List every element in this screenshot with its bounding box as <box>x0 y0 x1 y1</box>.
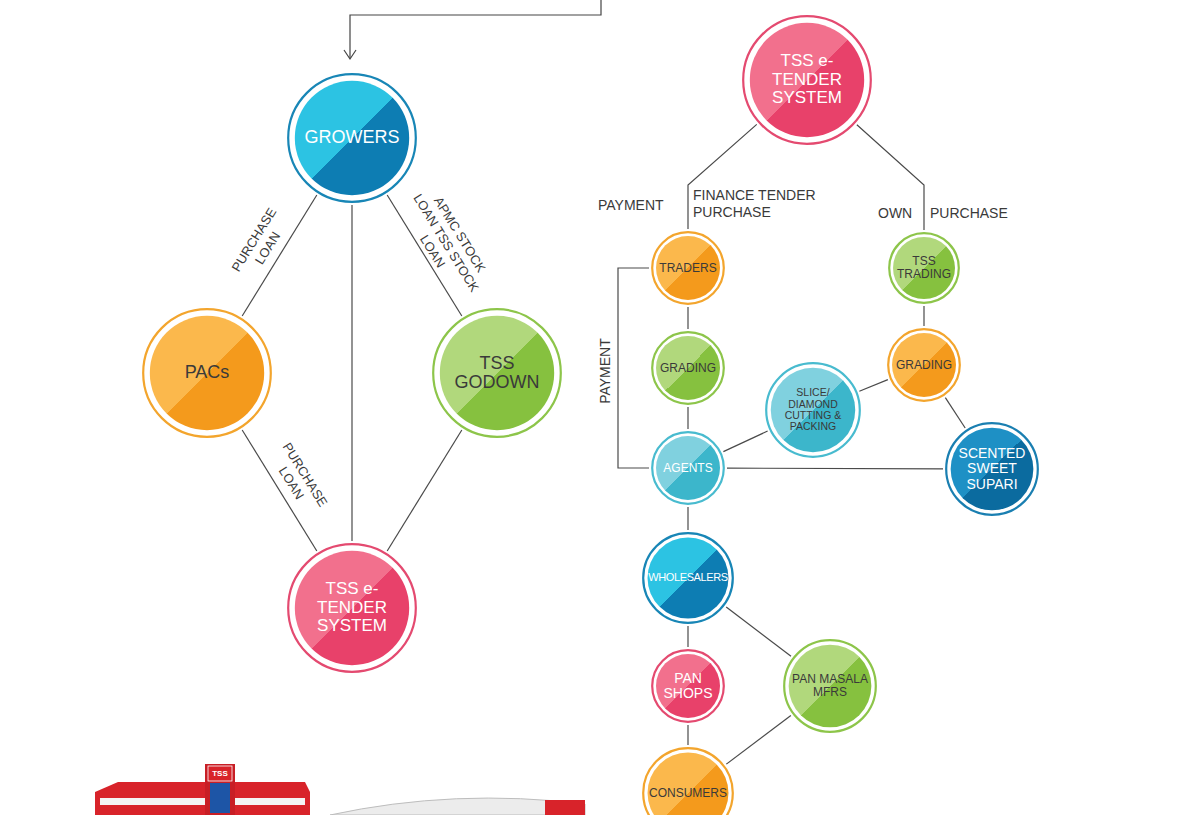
connector-line <box>726 715 791 764</box>
circle-node: TSS e-TENDER SYSTEM <box>287 543 417 673</box>
node-label: SLICE/ DIAMOND CUTTING & PACKING <box>783 387 843 432</box>
building-window <box>100 798 305 805</box>
outer-ring <box>888 329 960 401</box>
edge-label: PURCHASE LOAN <box>226 202 295 287</box>
node-label: CONSUMERS <box>646 787 730 800</box>
circle-node: SCENTED SWEET SUPARI <box>945 422 1039 516</box>
outer-ring <box>433 309 561 437</box>
node-label: GRADING <box>892 359 956 372</box>
circle-node: SLICE/ DIAMOND CUTTING & PACKING <box>765 362 861 458</box>
circle-node: TRADERS <box>651 231 725 305</box>
sign-text: TSS <box>208 769 232 779</box>
inner-disc <box>656 236 720 300</box>
inner-disc <box>893 237 955 299</box>
building-block <box>95 782 310 815</box>
circle-node: GRADING <box>887 328 961 402</box>
circle-node: CONSUMERS <box>642 747 734 815</box>
outer-ring <box>946 423 1038 515</box>
node-label: PACs <box>157 363 257 382</box>
building-sign-panel <box>210 783 230 813</box>
building-roof <box>330 798 585 815</box>
connector-line <box>723 431 767 452</box>
outer-ring <box>288 74 416 202</box>
connector-line <box>857 125 924 230</box>
node-label: SCENTED SWEET SUPARI <box>955 446 1029 491</box>
building-tower <box>205 764 235 815</box>
node-label: PAN SHOPS <box>660 671 716 701</box>
outer-ring <box>143 309 271 437</box>
circle-node: GRADING <box>651 331 725 405</box>
inner-disc <box>892 333 956 397</box>
inner-disc <box>295 81 409 195</box>
circle-outline <box>642 747 734 815</box>
node-label: PAN MASALA MFRS <box>787 673 873 699</box>
outer-ring <box>652 432 724 504</box>
node-label: TSS e-TENDER SYSTEM <box>759 52 855 107</box>
connector-line <box>687 725 688 745</box>
outer-ring <box>643 748 733 815</box>
node-label: WHOLESALERS <box>646 572 730 584</box>
connector-line <box>351 205 352 541</box>
outer-ring <box>784 640 876 732</box>
edge-label: FINANCE TENDER PURCHASE <box>693 187 843 221</box>
node-label: TSS TRADING <box>893 255 955 281</box>
circle-node: TSS GODOWN <box>432 308 562 438</box>
connector-line <box>687 407 688 429</box>
circle-node: TSS e-TENDER SYSTEM <box>742 15 872 145</box>
connector-line <box>945 398 965 428</box>
connector-line <box>387 430 462 551</box>
outer-ring <box>652 650 724 722</box>
outer-ring <box>652 232 724 304</box>
edge-label: APMC STOCK LOAN TSS STOCK LOAN <box>394 179 499 308</box>
circle-node: TSS TRADING <box>888 232 960 304</box>
outer-ring <box>766 363 860 457</box>
building-sign <box>208 766 232 781</box>
node-label: AGENTS <box>656 462 720 475</box>
edge-label: PURCHASE LOAN <box>263 437 332 522</box>
circle-node: WHOLESALERS <box>642 532 734 624</box>
circle-node: PAN SHOPS <box>651 649 725 723</box>
arrow-head <box>344 50 356 59</box>
inner-disc <box>656 336 720 400</box>
inner-disc <box>771 368 855 452</box>
flow-label: PAYMENT <box>598 197 678 214</box>
inner-disc <box>750 23 864 137</box>
building-illustration <box>95 764 585 815</box>
connector-line <box>923 306 924 326</box>
building-block <box>545 800 585 815</box>
inner-disc <box>648 753 729 815</box>
node-label: TRADERS <box>656 262 720 275</box>
connector-line <box>727 468 943 470</box>
inner-disc <box>951 428 1034 511</box>
edge-label: PURCHASE <box>930 205 1030 222</box>
flow-label: OWN <box>878 205 923 222</box>
inner-disc <box>295 551 409 665</box>
outer-ring <box>643 533 733 623</box>
inner-disc <box>150 316 264 430</box>
node-label: TSS GODOWN <box>451 354 543 393</box>
edge-label: PAYMENT <box>597 326 614 416</box>
circle-node: AGENTS <box>651 431 725 505</box>
connector-line <box>687 507 688 530</box>
connector-line <box>726 607 791 656</box>
connector-line <box>687 626 688 647</box>
leader-line <box>350 0 601 58</box>
connector-line <box>859 380 888 392</box>
outer-ring <box>743 16 871 144</box>
connector-line <box>618 268 649 468</box>
node-label: GRADING <box>656 362 720 375</box>
connector-line <box>687 307 688 329</box>
node-label: TSS e-TENDER SYSTEM <box>304 580 400 635</box>
inner-disc <box>656 436 720 500</box>
circle-node: PACs <box>142 308 272 438</box>
node-label: GROWERS <box>297 128 407 147</box>
outer-ring <box>652 332 724 404</box>
circle-node: PAN MASALA MFRS <box>783 639 877 733</box>
inner-disc <box>656 654 720 718</box>
inner-disc <box>440 316 554 430</box>
outer-ring <box>288 544 416 672</box>
outer-ring <box>889 233 959 303</box>
circle-node: GROWERS <box>287 73 417 203</box>
